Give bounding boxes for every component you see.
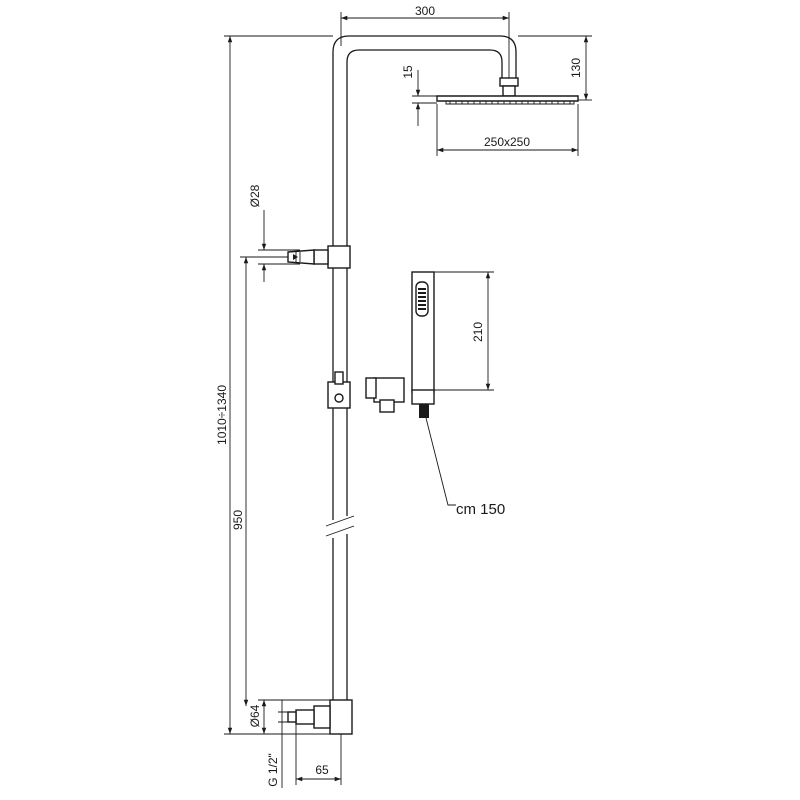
hose-connector [419, 404, 429, 418]
adjustable-slider [327, 371, 351, 409]
dim-outlet-diameter: Ø64 [248, 699, 330, 735]
spray-nozzle-row [418, 300, 426, 302]
shower-arm-outer [332, 35, 517, 78]
shower-head-ribs [449, 101, 571, 104]
hand-shower-spray-face [415, 281, 429, 317]
wall-bracket [287, 249, 329, 265]
slider-height-label: 950 [231, 510, 245, 530]
dim-head-height: 130 [518, 35, 592, 101]
outlet-diameter-label: Ø64 [248, 704, 262, 727]
head-swivel [502, 85, 516, 97]
spray-nozzle-row [418, 288, 426, 290]
wall-offset-label: 65 [315, 763, 329, 777]
dim-slider-height: 950 [231, 256, 288, 706]
head-height-label: 130 [569, 58, 583, 78]
bottom-outlet [287, 699, 353, 735]
head-drop-label: 15 [401, 65, 415, 79]
head-connector [499, 77, 519, 87]
shower-column [287, 35, 579, 735]
shower-head [436, 95, 579, 102]
hose-length-label: cm 150 [456, 501, 505, 518]
total-height-label: 1010÷1340 [215, 385, 229, 445]
hand-shower-assembly: cm 150 [365, 271, 505, 518]
spray-nozzle-row [418, 308, 426, 310]
spray-nozzles [418, 288, 426, 310]
dim-head-drop: 15 [401, 65, 437, 126]
dim-arm-width: 300 [340, 4, 510, 78]
dim-head-size: 250x250 [436, 104, 579, 156]
spray-nozzle-row [418, 304, 426, 306]
slider-diameter-label: Ø28 [248, 184, 262, 207]
head-size-label: 250x250 [484, 135, 530, 149]
shower-arm-inner [346, 49, 503, 78]
spray-nozzle-row [418, 292, 426, 294]
pipe-break-symbol [325, 515, 355, 537]
arm-width-label: 300 [415, 4, 435, 18]
dim-hand-shower-length: 210 [434, 271, 494, 391]
hand-shower-holder [373, 377, 405, 403]
hose-leader-line [425, 417, 456, 506]
dim-connection-thread: G 1/2" [266, 700, 296, 788]
slider-collar [327, 245, 351, 269]
hand-shower-length-label: 210 [471, 322, 485, 342]
spray-nozzle-row [418, 296, 426, 298]
dim-total-height: 1010÷1340 [215, 35, 333, 735]
connection-thread-label: G 1/2" [266, 753, 280, 787]
dim-wall-offset: 65 [295, 724, 342, 785]
dim-slider-diameter: Ø28 [248, 184, 300, 282]
